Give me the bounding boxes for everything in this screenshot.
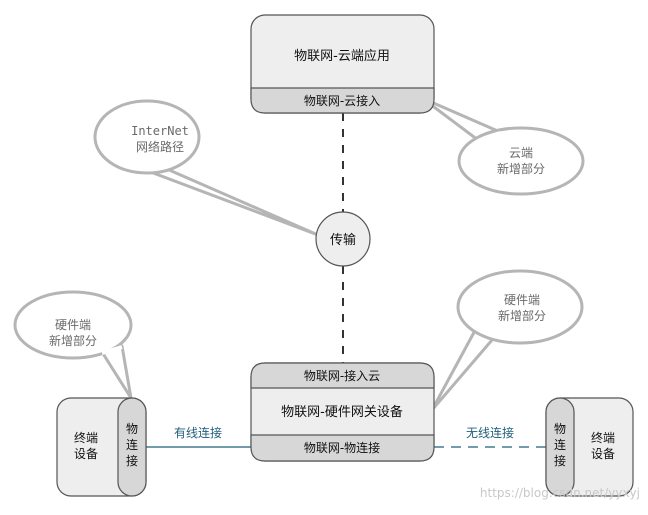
callout-internet: InterNet 网络路径 xyxy=(93,99,320,237)
right-device: 物 连 接 终端 设备 xyxy=(545,397,634,497)
cloud-access-label: 物联网-云接入 xyxy=(304,93,380,108)
right-connect-char-1: 物 xyxy=(554,422,566,436)
callout-hw-right: 硬件端 新增部分 xyxy=(430,269,584,412)
callout-internet-line2: 网络路径 xyxy=(136,139,184,154)
left-terminal-label-2: 设备 xyxy=(74,447,98,461)
left-connect-char-3: 接 xyxy=(126,453,138,468)
left-connect-char-1: 物 xyxy=(126,422,138,436)
wired-link-label: 有线连接 xyxy=(174,425,222,440)
left-device: 终端 设备 物 连 接 xyxy=(56,397,147,497)
gateway-bottom-label: 物联网-物连接 xyxy=(304,440,380,455)
callout-hw-left: 硬件端 新增部分 xyxy=(13,290,133,400)
right-terminal-label-1: 终端 xyxy=(591,430,615,445)
transport-label: 传输 xyxy=(330,232,356,248)
watermark: https://blog.csdn.net/yyxyj xyxy=(480,486,640,500)
wireless-link-label: 无线连接 xyxy=(466,425,514,440)
right-terminal-label-2: 设备 xyxy=(591,447,615,461)
cloud-app-box: 物联网-云端应用 物联网-云接入 xyxy=(250,14,435,114)
callout-hw-left-line2: 新增部分 xyxy=(49,333,97,348)
cloud-app-title: 物联网-云端应用 xyxy=(294,48,390,64)
callout-hw-left-line1: 硬件端 xyxy=(55,318,91,332)
callout-hw-right-line1: 硬件端 xyxy=(504,293,540,307)
callout-cloud-line1: 云端 xyxy=(509,146,533,160)
left-terminal-label-1: 终端 xyxy=(74,430,98,445)
callout-hw-right-line2: 新增部分 xyxy=(498,308,546,323)
right-connect-char-2: 连 xyxy=(554,437,566,452)
left-connect-char-2: 连 xyxy=(126,437,138,452)
callout-internet-line1: InterNet xyxy=(131,124,189,138)
gateway-middle-label: 物联网-硬件网关设备 xyxy=(281,404,403,420)
gateway-top-label: 物联网-接入云 xyxy=(304,368,380,383)
right-connect-char-3: 接 xyxy=(554,453,566,468)
transport-node: 传输 xyxy=(315,211,371,267)
gateway-box: 物联网-接入云 物联网-硬件网关设备 物联网-物连接 xyxy=(250,362,435,462)
callout-cloud-line2: 新增部分 xyxy=(497,161,545,176)
callout-cloud: 云端 新增部分 xyxy=(420,96,585,196)
